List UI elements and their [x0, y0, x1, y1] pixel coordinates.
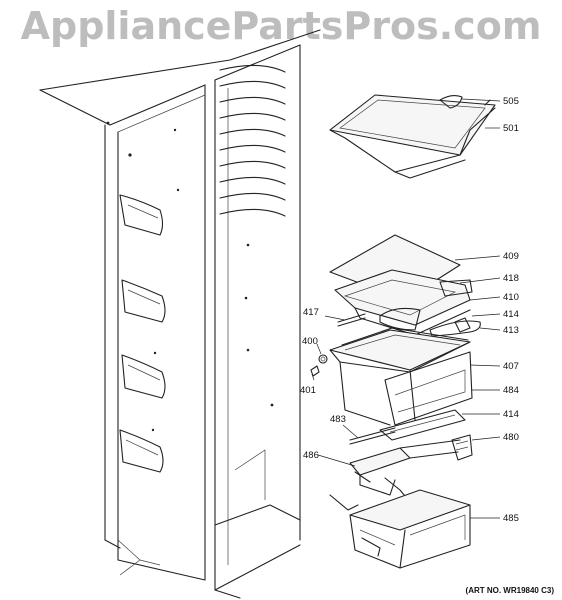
callout-414-lower: 414 — [503, 409, 519, 420]
watermark: AppliancePartsPros.com — [20, 4, 542, 48]
callout-485: 485 — [503, 513, 519, 524]
pan-support-486 — [349, 427, 473, 497]
callout-483: 483 — [330, 414, 346, 425]
leader-lines — [311, 98, 501, 519]
callout-417: 417 — [303, 307, 319, 318]
art-number: (ART NO. WR19840 C3) — [465, 586, 554, 595]
callout-414-upper: 414 — [503, 309, 519, 320]
callout-505: 505 — [503, 96, 519, 107]
small-parts — [310, 354, 328, 377]
callout-484: 484 — [503, 385, 519, 396]
callout-401: 401 — [300, 385, 316, 396]
callout-413: 413 — [503, 325, 519, 336]
callout-486: 486 — [303, 450, 319, 461]
crisper-drawer-407 — [329, 327, 473, 426]
glass-shelf-501 — [329, 94, 496, 179]
callout-410: 410 — [503, 292, 519, 303]
deli-pan-485 — [329, 489, 471, 569]
callout-409: 409 — [503, 251, 519, 262]
callout-480: 480 — [503, 432, 519, 443]
callout-407: 407 — [503, 361, 519, 372]
refrigerator-cabinet — [39, 29, 321, 599]
drawer-rail-414 — [379, 409, 466, 441]
callout-418: 418 — [503, 273, 519, 284]
crisper-frame — [334, 269, 481, 337]
callout-501: 501 — [503, 123, 519, 134]
callout-400: 400 — [302, 336, 318, 347]
